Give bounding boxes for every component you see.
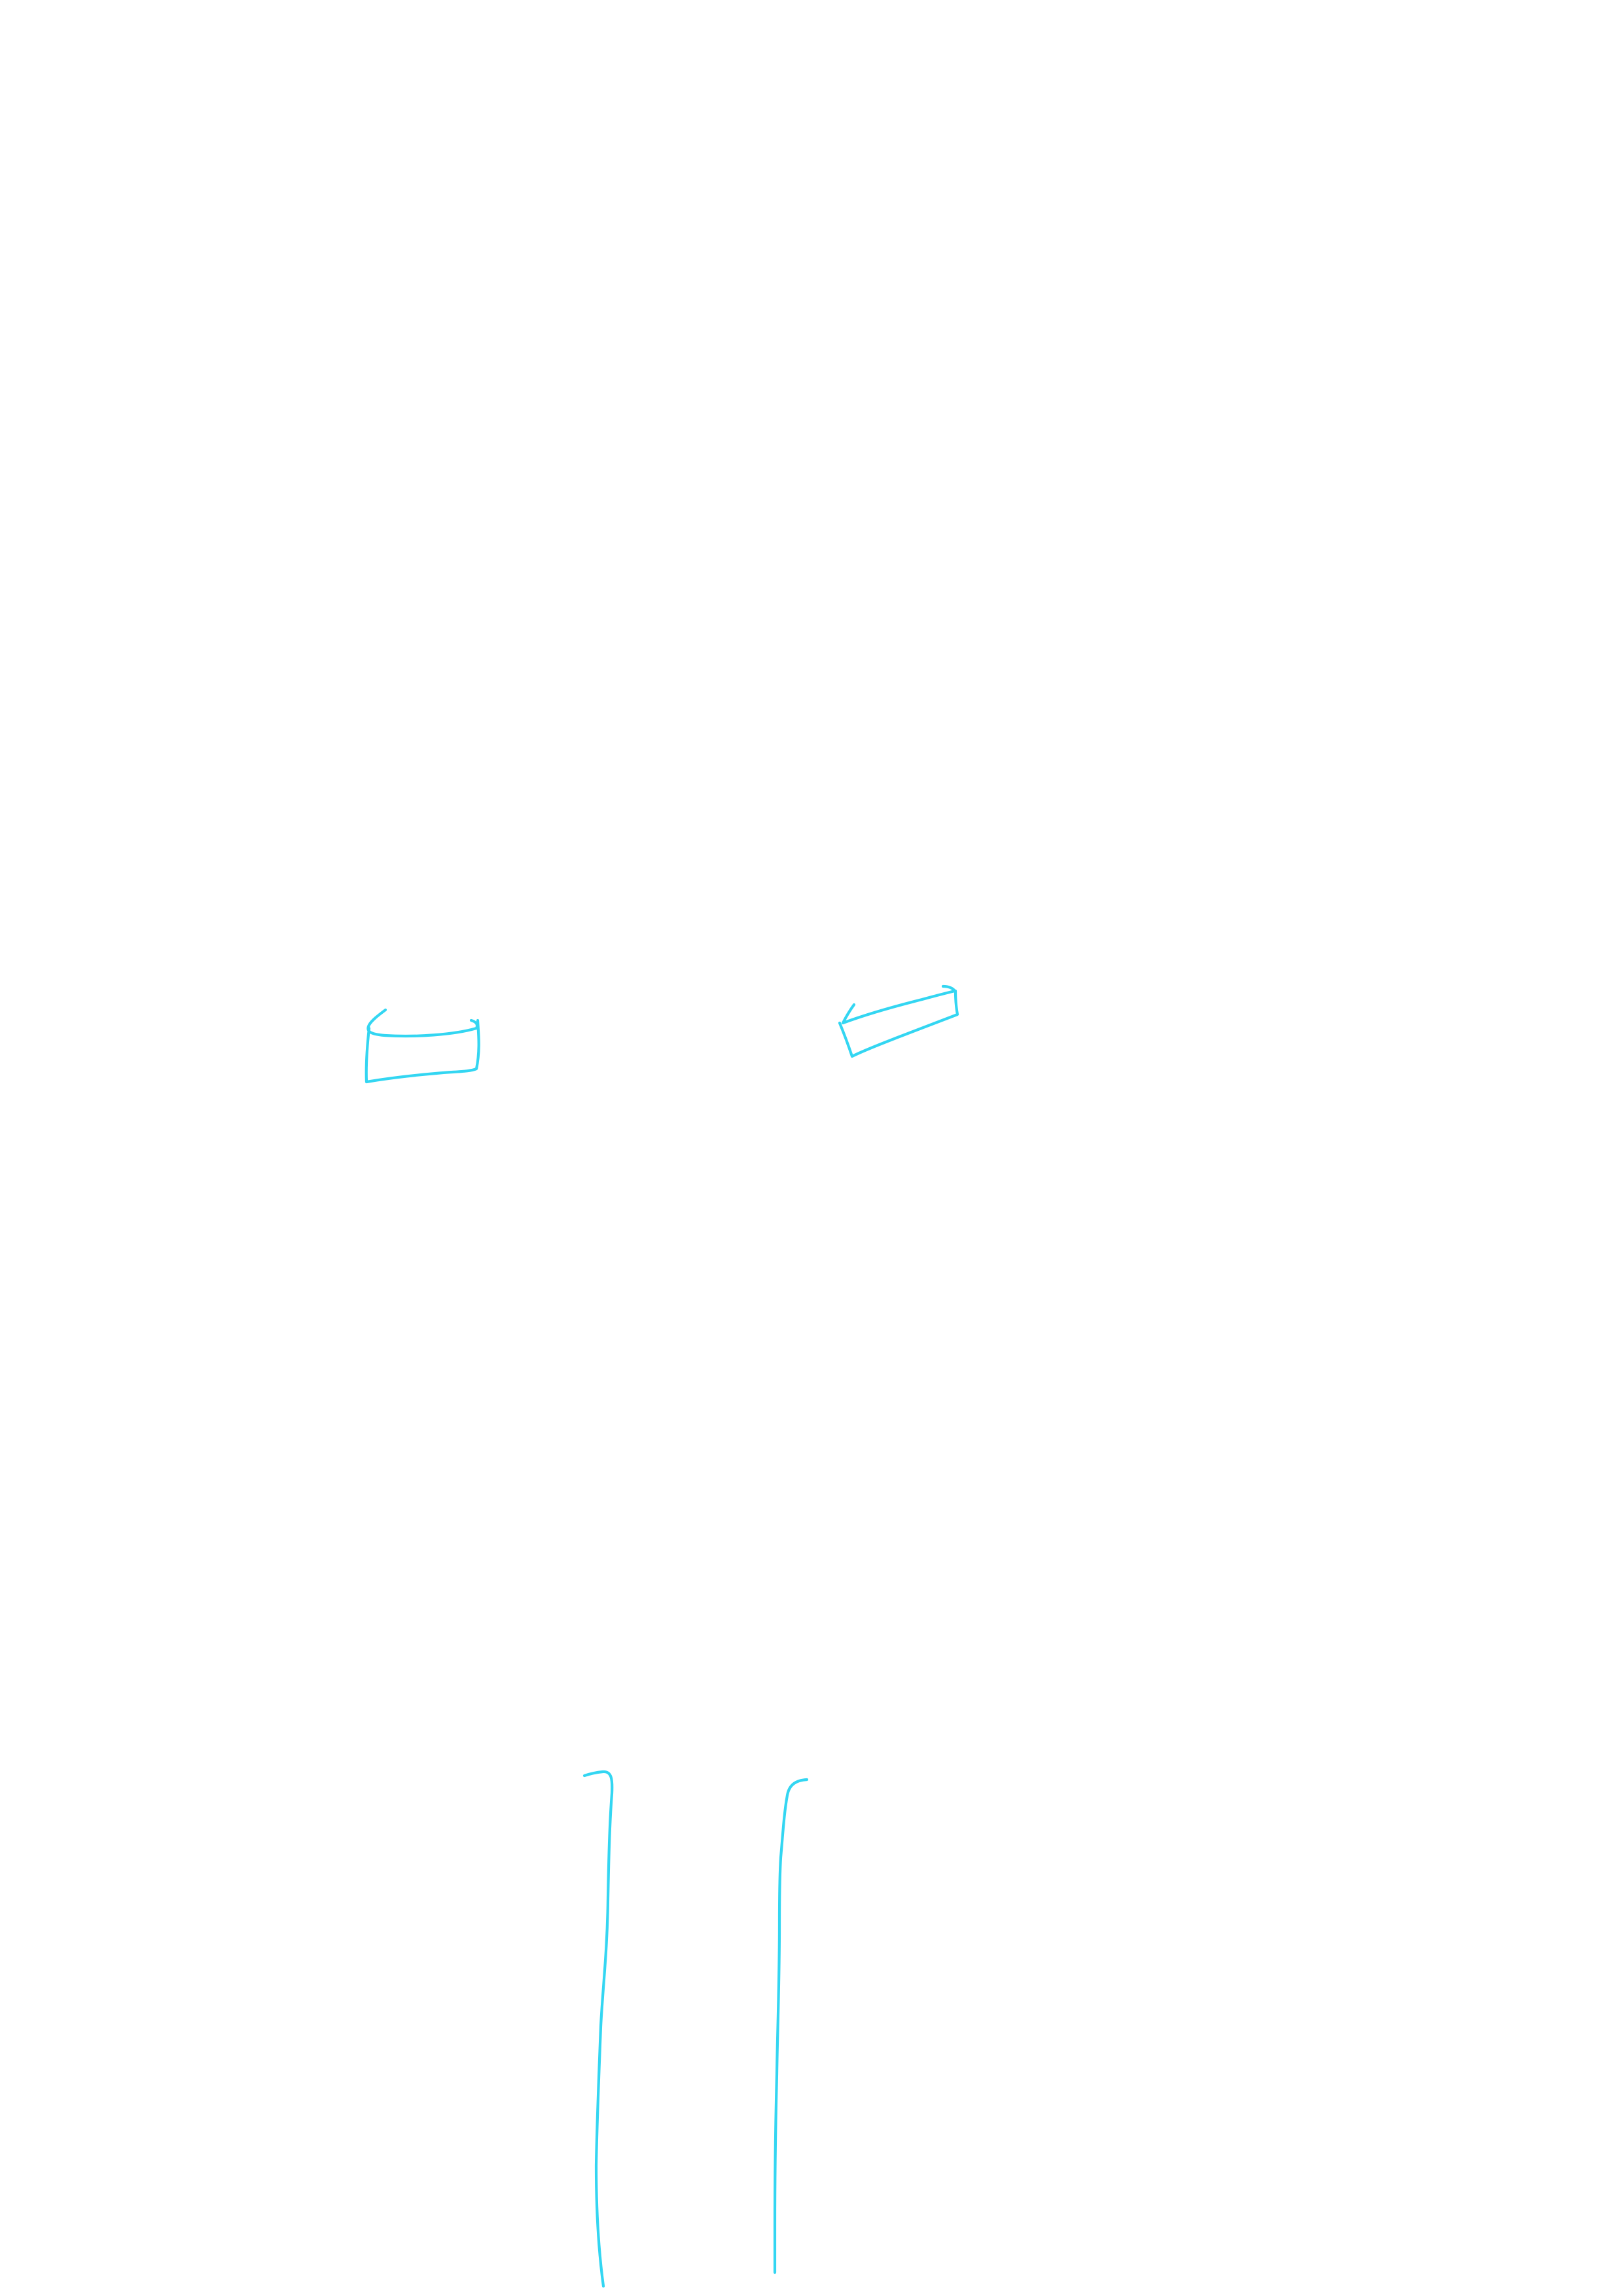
right-box-sketch (838, 984, 959, 1058)
sketch-layer (365, 984, 959, 2288)
left-box-sketch (365, 1008, 480, 1084)
left-vertical-line (582, 1770, 614, 2288)
right-vertical-line (773, 1778, 809, 2274)
